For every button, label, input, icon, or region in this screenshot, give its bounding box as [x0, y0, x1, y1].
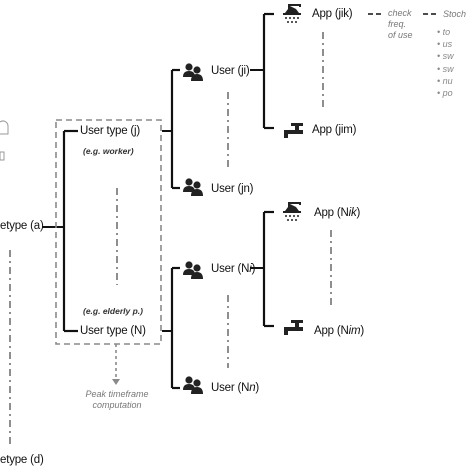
user-type-N-example: (e.g. elderly p.) — [83, 306, 143, 316]
check-frequency-note: check freq. of use — [388, 8, 413, 40]
user-type-dashed-box — [55, 119, 162, 345]
users-icon — [183, 63, 203, 81]
app-jim-label: App (jim) — [312, 124, 357, 136]
user-type-j-example: (e.g. worker) — [83, 146, 134, 156]
list-item: us — [437, 38, 454, 50]
app-jik-label: App (jik) — [312, 8, 353, 20]
app-Nim-label: App (Nim) — [314, 325, 364, 337]
stochastic-title: Stoch — [443, 9, 467, 19]
tap-icon — [284, 320, 303, 335]
archetype-icon-fragment — [0, 151, 5, 161]
peak-timeframe-note: Peak timeframe computation — [85, 389, 149, 410]
peak-arrow-head — [112, 379, 120, 385]
archetype-d-label: etype (d) — [0, 454, 44, 466]
users-icon — [183, 178, 203, 196]
archetype-a-label: etype (a) — [0, 220, 44, 232]
list-item: sw — [437, 63, 454, 75]
user-type-j-label: User type (j) — [80, 125, 141, 137]
user-Nn-label: User (Nn) — [211, 382, 260, 394]
shower-icon — [282, 202, 302, 222]
shower-icon — [282, 4, 302, 24]
archetype-icon-fragment — [0, 120, 9, 135]
user-Ni-label: User (Ni) — [211, 263, 256, 275]
app-Nik-label: App (Nik) — [314, 207, 361, 219]
user-jn-label: User (jn) — [211, 183, 254, 195]
users-icon — [183, 376, 203, 394]
list-item: po — [437, 87, 454, 99]
stochastic-parameter-list: to us sw sw nu po — [437, 26, 454, 99]
list-item: nu — [437, 75, 454, 87]
user-ji-label: User (ji) — [211, 65, 250, 77]
list-item: to — [437, 26, 454, 38]
tap-icon — [284, 123, 303, 138]
users-icon — [183, 261, 203, 279]
user-type-N-label: User type (N) — [80, 325, 146, 337]
list-item: sw — [437, 50, 454, 62]
